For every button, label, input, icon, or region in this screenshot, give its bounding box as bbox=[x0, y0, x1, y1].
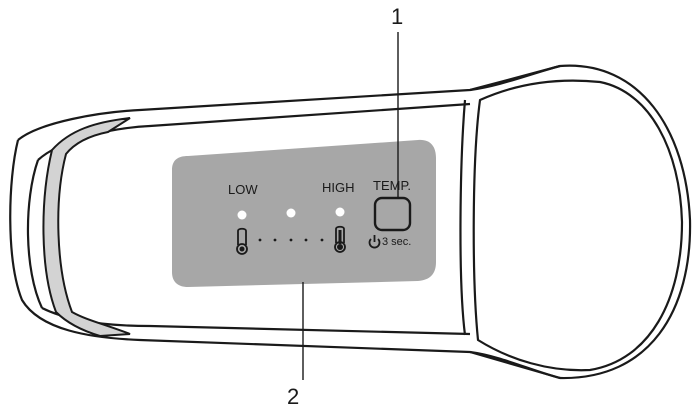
thermometer-high-icon bbox=[334, 225, 346, 253]
power-icon bbox=[368, 235, 381, 249]
indicator-lamp-mid bbox=[286, 208, 296, 218]
end-cap bbox=[459, 64, 692, 380]
hold-duration-label: 3 sec. bbox=[382, 236, 411, 248]
grip-band bbox=[42, 117, 131, 338]
indicator-lamp-low bbox=[237, 210, 247, 220]
indicator-lamp-high bbox=[335, 207, 345, 217]
temp-button[interactable] bbox=[373, 196, 412, 232]
temp-label: TEMP. bbox=[373, 178, 411, 193]
low-label: LOW bbox=[228, 182, 258, 197]
high-label: HIGH bbox=[322, 180, 355, 195]
callout-2-number: 2 bbox=[287, 384, 299, 409]
callout-1-number: 1 bbox=[391, 4, 403, 29]
scale-dots bbox=[258, 238, 324, 242]
thermometer-low-icon bbox=[236, 227, 248, 255]
